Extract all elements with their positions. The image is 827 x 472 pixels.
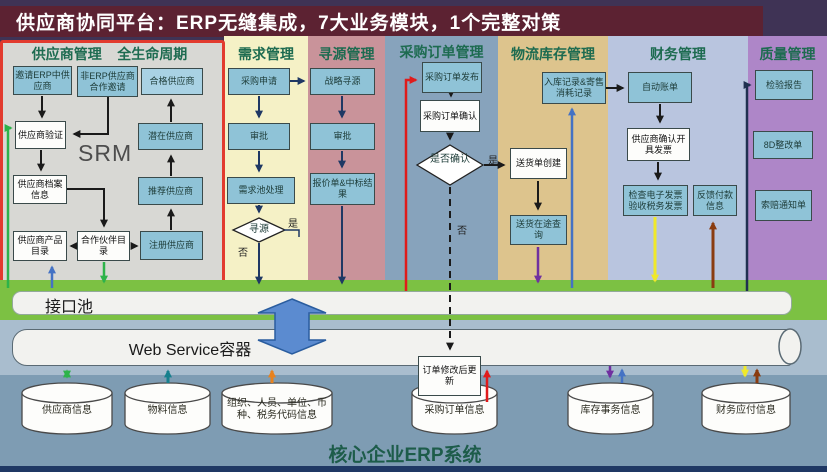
title-banner: 供应商协同平台：ERP无缝集成，7大业务模块，1个完整对策 (0, 6, 763, 37)
po-no-label: 否 (457, 226, 467, 237)
box-supplier-invoice-confirm: 供应商确认开具发票 (627, 128, 690, 161)
box-quotation-result: 报价单&中标结果 (310, 173, 375, 205)
demand-yes-label: 是 (288, 219, 298, 230)
box-supplier-archive: 供应商档案信息 (13, 175, 67, 204)
box-check-einvoice: 检查电子发票验收税务发票 (623, 185, 688, 216)
db-material-info: 物料信息 (147, 405, 188, 416)
demand-no-label: 否 (238, 248, 248, 259)
box-demand-pool: 需求池处理 (227, 177, 295, 204)
logistics-column-header: 物流库存管理 (511, 46, 595, 62)
box-8d-rectification: 8D整改单 (753, 131, 813, 159)
web-service-label: Web Service容器 (128, 342, 252, 359)
box-claim-notice: 索赔通知单 (755, 190, 812, 221)
decision-confirm-label: 是否确认 (430, 154, 470, 165)
po-column-header: 采购订单管理 (399, 44, 484, 60)
box-delivery-transit-query: 送货在途查询 (510, 215, 567, 245)
interface-pool-box (12, 291, 792, 315)
demand-column-header: 需求管理 (238, 46, 294, 62)
box-invite-non-erp-supplier: 非ERP供应商合作邀请 (77, 66, 138, 97)
supplier-title-left: 供应商管理 (31, 46, 102, 62)
box-partner-catalog: 合作伙伴目录 (77, 231, 130, 261)
page-title: 供应商协同平台：ERP无缝集成，7大业务模块，1个完整对策 (16, 13, 562, 34)
db-inventory-info: 库存事务信息 (580, 405, 641, 416)
box-po-release: 采购订单发布 (422, 62, 482, 93)
box-strategic-sourcing: 战略寻源 (310, 68, 375, 95)
box-purchase-request: 采购申请 (228, 68, 290, 95)
box-potential-supplier: 潜在供应商 (138, 123, 203, 150)
box-supplier-product-catalog: 供应商产品目录 (13, 231, 67, 261)
supplier-column-header: 供应商管理 全生命周期 (0, 44, 219, 64)
supplier-title-right: 全生命周期 (117, 46, 188, 62)
erp-system-label: 核心企业ERP系统 (328, 445, 482, 466)
box-delivery-note-create: 送货单创建 (510, 148, 567, 179)
box-registered-supplier: 注册供应商 (140, 231, 203, 260)
box-demand-approve: 审批 (228, 123, 290, 150)
db-po-info: 采购订单信息 (424, 405, 485, 416)
quality-column-header: 质量管理 (759, 46, 816, 62)
interface-pool-label: 接口池 (45, 299, 94, 316)
sourcing-column-header: 寻源管理 (318, 46, 375, 62)
po-yes-label: 是 (488, 156, 498, 167)
box-order-update: 订单修改后更新 (418, 356, 481, 396)
srm-label: SRM (78, 140, 133, 166)
box-inspection-report: 检验报告 (755, 70, 813, 100)
db-supplier-info: 供应商信息 (42, 405, 92, 416)
box-supplier-verify: 供应商验证 (15, 121, 66, 149)
box-po-confirm: 采购订单确认 (420, 100, 480, 132)
decision-sourcing-label: 寻源 (249, 224, 269, 235)
box-auto-bill: 自动账单 (628, 72, 692, 103)
db-org-info: 组织、人员、单位、币种、税务代码信息 (227, 398, 327, 421)
box-sourcing-approve: 审批 (310, 123, 375, 150)
box-inbound-records: 入库记录&寄售消耗记录 (542, 72, 606, 104)
web-service-container-bar (12, 329, 792, 366)
bottom-strip (0, 466, 827, 472)
box-invite-erp-supplier: 邀请ERP中供应商 (13, 66, 72, 95)
db-payables-info: 财务应付信息 (716, 405, 776, 416)
box-recommended-supplier: 推荐供应商 (138, 177, 203, 205)
box-payment-feedback: 反馈付款信息 (693, 185, 737, 216)
box-qualified-supplier: 合格供应商 (141, 68, 203, 95)
finance-column-header: 财务管理 (650, 46, 706, 62)
